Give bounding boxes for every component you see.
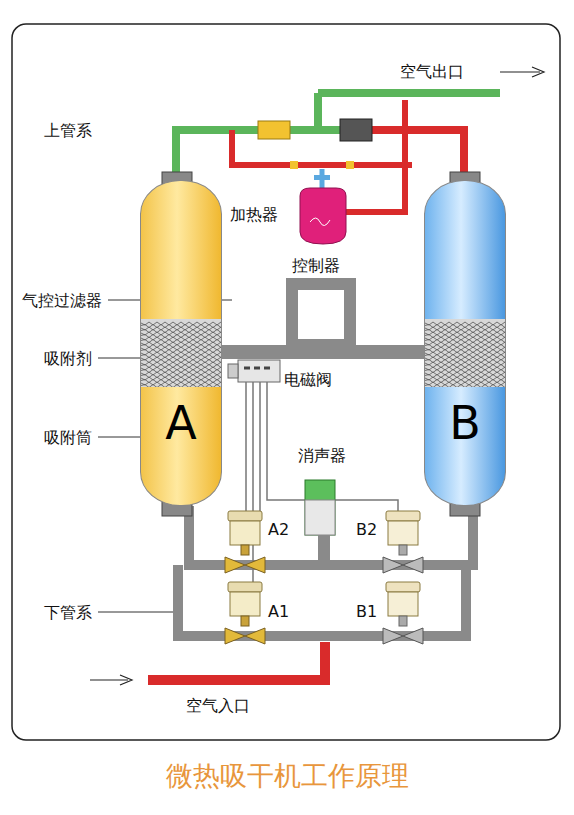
adsorption-tower: B: [424, 180, 506, 506]
valve-label: A1: [268, 602, 289, 621]
part-label: 控制器: [292, 256, 340, 275]
part-label: 上管系: [44, 121, 92, 140]
inlet-label: 空气入口: [186, 696, 250, 715]
part-label: 吸附剂: [44, 349, 92, 368]
valve-label: B1: [356, 602, 377, 621]
part-label: 下管系: [44, 603, 92, 622]
part-label: 消声器: [298, 446, 346, 465]
tower-letter: A: [141, 396, 221, 450]
part-label: 吸附筒: [44, 428, 92, 447]
caption: 微热吸干机工作原理: [0, 758, 574, 794]
tower-letter: B: [425, 396, 505, 450]
adsorption-tower: A: [140, 180, 222, 506]
valve-label: A2: [268, 520, 289, 539]
part-label: 加热器: [230, 205, 278, 224]
valve-label: B2: [356, 520, 377, 539]
outlet-label: 空气出口: [400, 62, 464, 81]
part-label: 气控过滤器: [22, 291, 102, 310]
adsorbent-band: [141, 319, 221, 387]
adsorbent-band: [425, 319, 505, 387]
part-label: 电磁阀: [284, 370, 332, 389]
